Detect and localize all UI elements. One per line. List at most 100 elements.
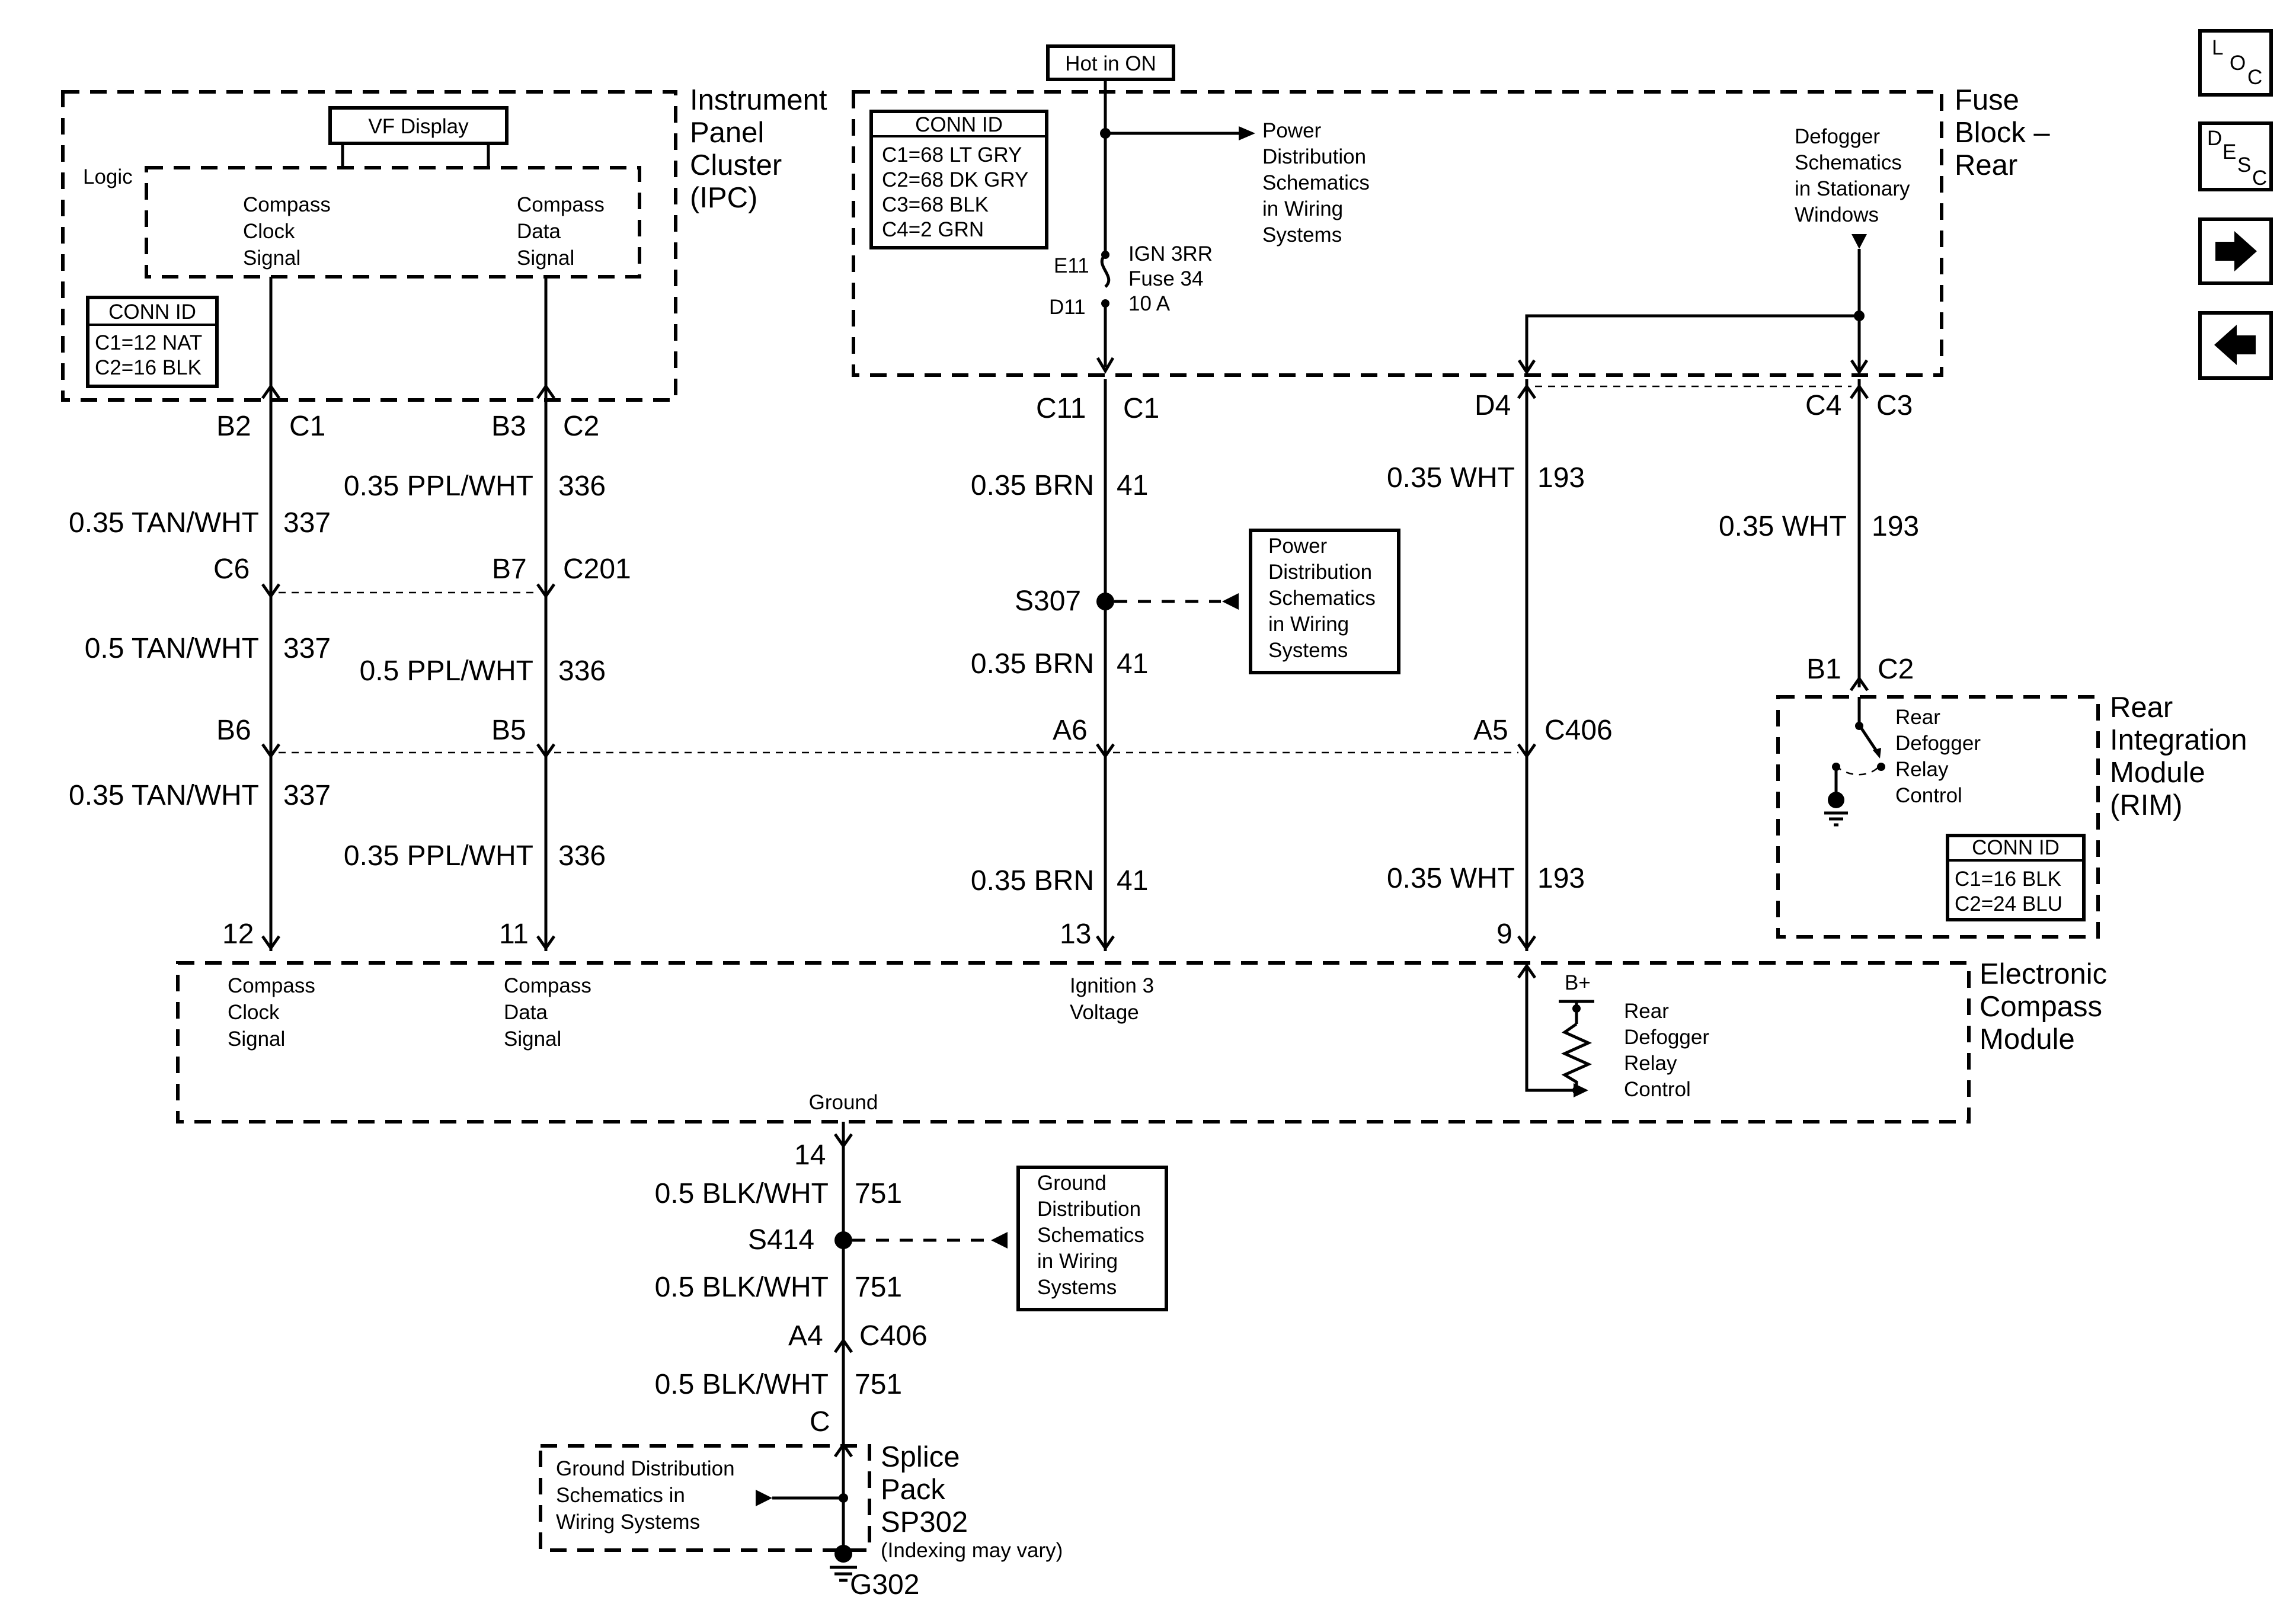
svg-text:O: O <box>2230 52 2246 75</box>
svg-text:C406: C406 <box>1544 715 1613 746</box>
svg-text:A6: A6 <box>1053 715 1088 746</box>
svg-text:B1: B1 <box>1806 654 1841 685</box>
svg-text:Relay: Relay <box>1624 1052 1677 1075</box>
svg-text:Wiring Systems: Wiring Systems <box>556 1510 700 1534</box>
ipc-module: Instrument Panel Cluster (IPC) VF Displa… <box>61 84 827 402</box>
svg-text:(RIM): (RIM) <box>2110 789 2182 821</box>
svg-text:Systems: Systems <box>1037 1276 1117 1299</box>
arrow-left-icon <box>2214 325 2256 365</box>
svg-text:Schematics: Schematics <box>1795 151 1902 174</box>
svg-text:Data: Data <box>517 220 561 243</box>
svg-text:Control: Control <box>1624 1078 1691 1101</box>
svg-text:A5: A5 <box>1473 715 1508 746</box>
svg-text:Power: Power <box>1268 534 1328 558</box>
svg-text:S414: S414 <box>748 1224 814 1256</box>
svg-text:C11: C11 <box>1036 393 1086 424</box>
svg-text:C2=16 BLK: C2=16 BLK <box>95 356 202 379</box>
svg-text:B2: B2 <box>216 411 251 442</box>
svg-text:336: 336 <box>558 655 606 687</box>
electronic-compass-module: Electronic Compass Module Compass Clock … <box>176 958 2107 1124</box>
svg-text:C2=68 DK GRY: C2=68 DK GRY <box>882 168 1028 191</box>
svg-text:751: 751 <box>855 1178 902 1209</box>
svg-text:Rear: Rear <box>1895 706 1940 729</box>
relay-switch-icon <box>1859 726 1879 754</box>
svg-text:Fuse 34: Fuse 34 <box>1128 267 1203 290</box>
svg-text:Schematics in: Schematics in <box>556 1484 685 1507</box>
svg-text:0.35 TAN/WHT: 0.35 TAN/WHT <box>69 507 259 539</box>
svg-text:Distribution: Distribution <box>1037 1198 1141 1221</box>
svg-text:C1: C1 <box>289 411 325 442</box>
svg-text:Schematics: Schematics <box>1262 171 1370 194</box>
svg-text:Compass: Compass <box>1980 991 2102 1023</box>
loc-button[interactable]: L O C <box>2198 29 2273 97</box>
svg-text:0.35 BRN: 0.35 BRN <box>971 865 1094 897</box>
svg-text:10 A: 10 A <box>1128 292 1171 315</box>
svg-text:Compass: Compass <box>504 974 591 997</box>
svg-text:Electronic: Electronic <box>1980 958 2107 990</box>
svg-text:CONN ID: CONN ID <box>108 300 196 324</box>
svg-text:Clock: Clock <box>228 1001 280 1024</box>
svg-text:Module: Module <box>2110 757 2205 789</box>
svg-text:Signal: Signal <box>243 247 300 270</box>
svg-text:C2: C2 <box>563 411 599 442</box>
previous-page-button[interactable] <box>2198 311 2273 380</box>
svg-text:D11: D11 <box>1049 296 1086 319</box>
svg-text:(IPC): (IPC) <box>690 182 757 214</box>
svg-text:Pack: Pack <box>881 1474 945 1506</box>
svg-text:0.35 PPL/WHT: 0.35 PPL/WHT <box>344 470 533 502</box>
svg-text:Signal: Signal <box>517 247 574 270</box>
svg-text:Cluster: Cluster <box>690 149 782 181</box>
svg-text:E: E <box>2223 140 2236 164</box>
svg-text:13: 13 <box>1060 918 1091 950</box>
svg-text:Fuse: Fuse <box>1955 84 2019 116</box>
rim-conn-id-table: CONN ID C1=16 BLK C2=24 BLU <box>1946 834 2086 921</box>
svg-text:0.35 TAN/WHT: 0.35 TAN/WHT <box>69 780 259 811</box>
svg-text:L: L <box>2212 36 2223 59</box>
svg-text:Systems: Systems <box>1268 639 1348 662</box>
svg-text:11: 11 <box>499 918 529 950</box>
rim-module: Rear Integration Module (RIM) Rear Defog… <box>1776 692 2247 939</box>
svg-text:G302: G302 <box>850 1569 919 1601</box>
svg-text:Relay: Relay <box>1895 758 1949 781</box>
svg-text:in Wiring: in Wiring <box>1268 613 1349 636</box>
svg-text:Distribution: Distribution <box>1268 561 1372 584</box>
svg-text:193: 193 <box>1537 462 1585 494</box>
svg-text:336: 336 <box>558 840 606 872</box>
svg-text:SP302: SP302 <box>881 1506 968 1538</box>
ground-distribution-box: Ground Distribution Schematics in Wiring… <box>1016 1166 1168 1311</box>
svg-text:Hot in ON: Hot in ON <box>1065 52 1156 75</box>
svg-text:Splice: Splice <box>881 1441 960 1473</box>
svg-text:Rear: Rear <box>2110 692 2173 724</box>
svg-text:193: 193 <box>1872 511 1919 542</box>
svg-text:Data: Data <box>504 1001 548 1024</box>
svg-text:B+: B+ <box>1565 971 1591 994</box>
ground-icon <box>834 1545 852 1563</box>
svg-text:Distribution: Distribution <box>1262 145 1366 168</box>
svg-text:E11: E11 <box>1054 254 1089 277</box>
svg-text:Integration: Integration <box>2110 724 2247 756</box>
fuse-block-conn-id-table: CONN ID C1=68 LT GRY C2=68 DK GRY C3=68 … <box>869 110 1048 249</box>
svg-text:B5: B5 <box>491 715 526 746</box>
svg-text:Instrument: Instrument <box>690 84 827 116</box>
svg-text:Ground: Ground <box>809 1091 878 1114</box>
svg-text:0.35 WHT: 0.35 WHT <box>1387 863 1515 894</box>
svg-text:C4: C4 <box>1805 390 1841 421</box>
svg-text:C2: C2 <box>1878 654 1914 685</box>
svg-text:12: 12 <box>222 918 254 950</box>
svg-text:in Wiring: in Wiring <box>1262 197 1343 220</box>
svg-text:Compass: Compass <box>517 193 605 216</box>
arrow-right-icon <box>2215 231 2257 271</box>
wire-337-tan-wht <box>261 277 281 951</box>
svg-text:C6: C6 <box>213 553 250 585</box>
desc-button[interactable]: D E S C <box>2198 121 2273 191</box>
wire-41-brn <box>1095 379 1239 951</box>
svg-text:C1=68 LT GRY: C1=68 LT GRY <box>882 143 1022 167</box>
svg-text:9: 9 <box>1496 918 1512 950</box>
svg-text:0.35 WHT: 0.35 WHT <box>1387 462 1515 494</box>
svg-text:Defogger: Defogger <box>1624 1026 1709 1049</box>
svg-text:Rear: Rear <box>1955 149 2017 181</box>
svg-text:IGN 3RR: IGN 3RR <box>1128 242 1213 265</box>
next-page-button[interactable] <box>2198 217 2273 285</box>
svg-text:41: 41 <box>1117 648 1148 680</box>
svg-text:C3=68 BLK: C3=68 BLK <box>882 193 989 216</box>
